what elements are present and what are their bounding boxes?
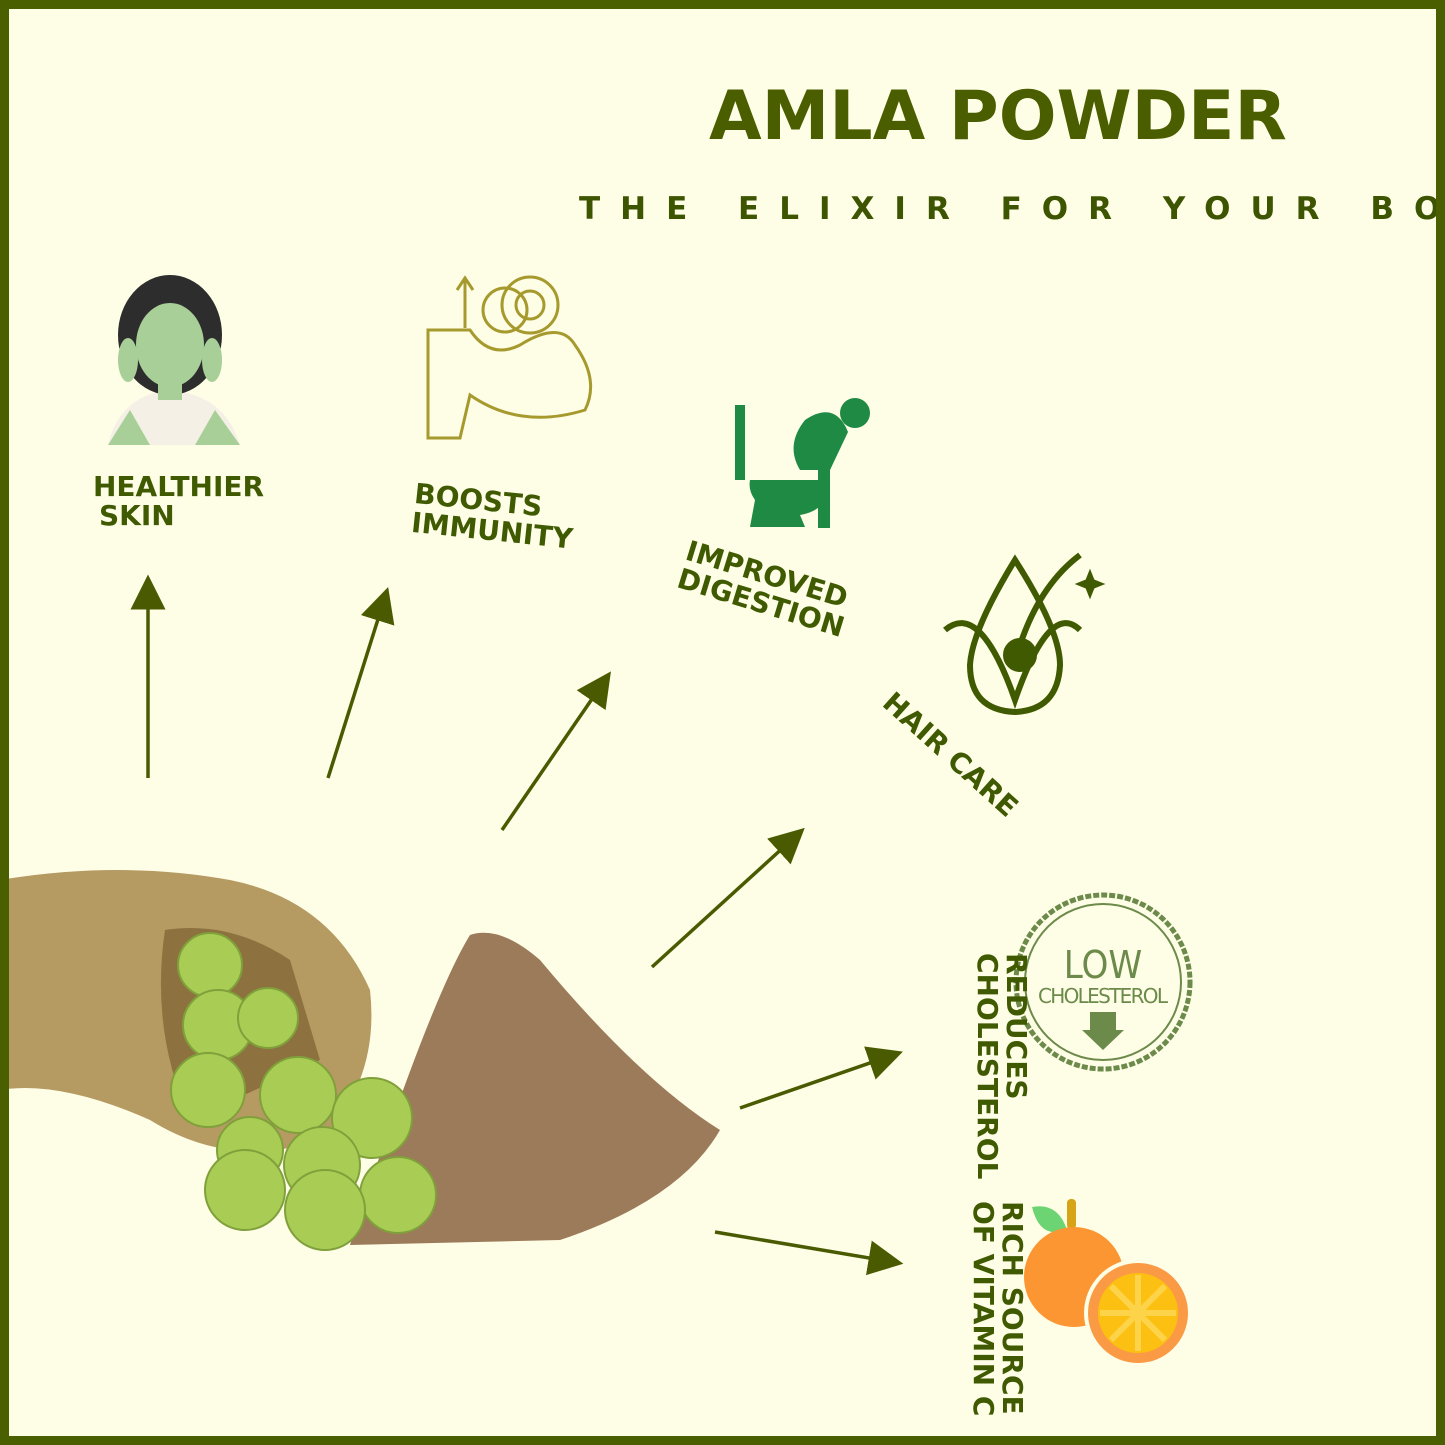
- benefit-line1: RICH SOURCE: [996, 1201, 1029, 1415]
- arrow-digestion: [500, 671, 611, 831]
- stamp-bottom-text: CHOLESTEROL: [1038, 984, 1169, 1008]
- toilet-person-icon: [735, 398, 870, 528]
- page-subtitle: THE ELIXIR FOR YOUR BODY: [579, 191, 1436, 227]
- benefit-line1: HEALTHIER: [93, 470, 265, 503]
- woman-face-mask-icon: [108, 275, 240, 445]
- page-title: AMLA POWDER: [709, 77, 1287, 156]
- orange-fruit-icon: [1024, 1199, 1192, 1367]
- benefit-line2: OF VITAMIN C: [967, 1201, 1000, 1417]
- stamp-top-text: LOW: [1064, 943, 1142, 987]
- benefit-line1: REDUCES: [1000, 953, 1033, 1100]
- benefit-line2: SKIN: [99, 499, 175, 532]
- arrow-vitamin: [714, 1230, 904, 1276]
- hair-drop-icon: [943, 552, 1106, 716]
- arrow-immunity: [326, 586, 395, 779]
- flexed-arm-icon: [426, 275, 593, 440]
- arrows: [130, 574, 904, 1276]
- arrow-hair: [650, 827, 805, 969]
- amla-sack-powder-image: [9, 870, 720, 1251]
- low-cholesterol-stamp-icon: LOW CHOLESTEROL: [1013, 892, 1193, 1072]
- arrow-cholesterol: [739, 1046, 903, 1110]
- benefit-line2: CHOLESTEROL: [971, 953, 1004, 1180]
